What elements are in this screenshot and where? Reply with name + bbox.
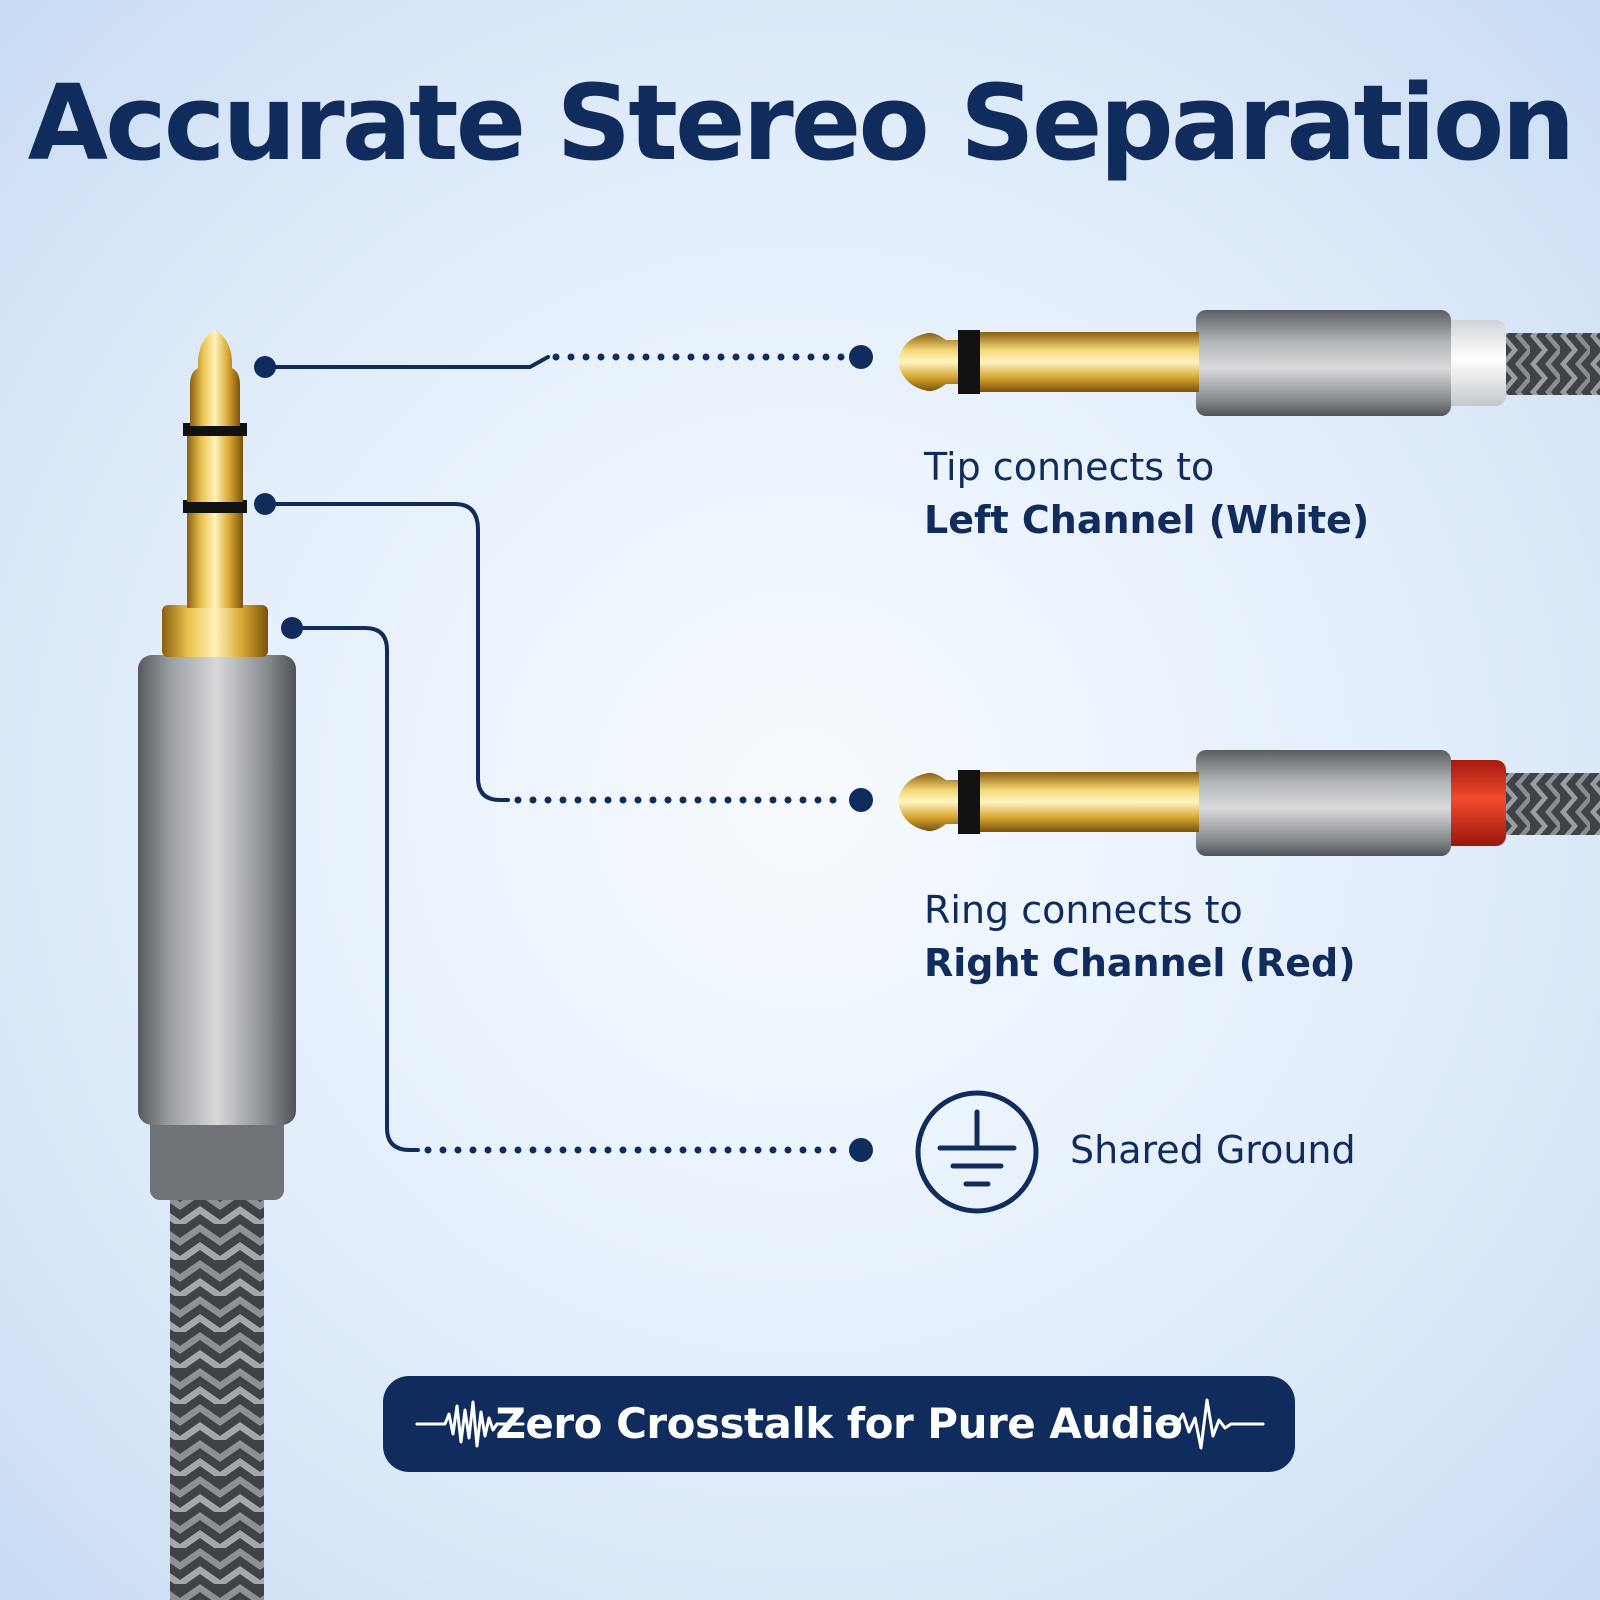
connector-lines — [263, 353, 846, 1154]
left-plug-ring — [187, 434, 243, 502]
tip-line — [263, 355, 550, 369]
left-plug-sleeve — [187, 508, 243, 608]
ring-description-line1: Ring connects to — [924, 888, 1243, 932]
silver-barrel-middle — [1196, 750, 1451, 856]
ground-dot-start — [281, 617, 303, 639]
tip-dot-start — [254, 356, 276, 378]
tip-description-line2: Left Channel (White) — [924, 498, 1370, 542]
ring-dot-start — [254, 493, 276, 515]
ring-description-line2: Right Channel (Red) — [924, 941, 1356, 985]
ground-line — [290, 626, 420, 1152]
white-band — [1440, 320, 1506, 406]
red-band — [1440, 760, 1506, 846]
feature-banner: Zero Crosstalk for Pure Audio — [383, 1376, 1295, 1472]
ring-description: Ring connects to Right Channel (Red) — [924, 884, 1356, 990]
waveform-icon — [415, 1400, 525, 1448]
left-channel-plug — [898, 310, 1600, 416]
trs-plug — [138, 330, 296, 1600]
left-plug-collar — [150, 1105, 284, 1200]
tip-description: Tip connects to Left Channel (White) — [924, 441, 1369, 547]
ground-label: Shared Ground — [1070, 1128, 1356, 1172]
heartbeat-icon — [1155, 1398, 1265, 1450]
connector-dots — [254, 345, 873, 1162]
banner-text: Zero Crosstalk for Pure Audio — [495, 1399, 1183, 1448]
page-title: Accurate Stereo Separation — [27, 62, 1576, 184]
ring-line — [263, 502, 510, 802]
right-channel-plug — [898, 750, 1600, 856]
ground-dot-end — [849, 1138, 873, 1162]
silver-barrel-top — [1196, 310, 1451, 416]
left-plug-tip — [190, 330, 240, 426]
left-cable-braid — [170, 1195, 264, 1600]
ground-icon — [915, 1090, 1039, 1214]
left-plug-housing — [138, 655, 296, 1125]
tip-dot-end — [849, 345, 873, 369]
tip-description-line1: Tip connects to — [924, 445, 1215, 489]
ring-dot-end — [849, 788, 873, 812]
